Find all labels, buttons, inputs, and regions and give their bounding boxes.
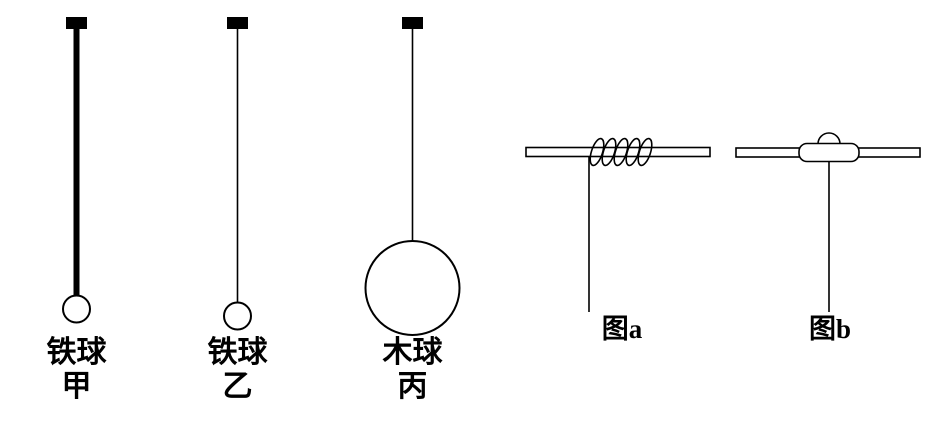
ceiling-mount-icon [66,17,87,29]
ceiling-mount-icon [402,17,423,29]
pendulum-yi [223,17,252,331]
material-label: 铁球 [46,336,107,369]
dome-knob-icon [817,132,841,145]
pendulum-bing-label: 木球 丙 [352,336,473,404]
iron-ball-yi-icon [223,301,252,331]
coil-icon [589,137,653,167]
pendulum-yi-label: 铁球 乙 [177,336,298,404]
figure-a-label: 图a [601,314,643,344]
figure-b [735,132,921,312]
horizontal-rod [525,146,711,158]
clamp-icon [798,142,860,163]
pendulum-bing [364,17,461,336]
name-label: 乙 [222,370,253,403]
pendulum-jia-label: 铁球 甲 [16,336,137,404]
wood-ball-bing-icon [364,240,461,336]
figure-a [525,137,711,312]
name-label: 丙 [397,370,428,403]
name-label: 甲 [61,370,92,403]
figure-b-label: 图b [808,314,852,344]
iron-ball-jia-icon [62,294,91,324]
material-label: 铁球 [207,336,268,369]
material-label: 木球 [382,336,443,369]
pendulum-jia [62,17,91,324]
ceiling-mount-icon [227,17,248,29]
